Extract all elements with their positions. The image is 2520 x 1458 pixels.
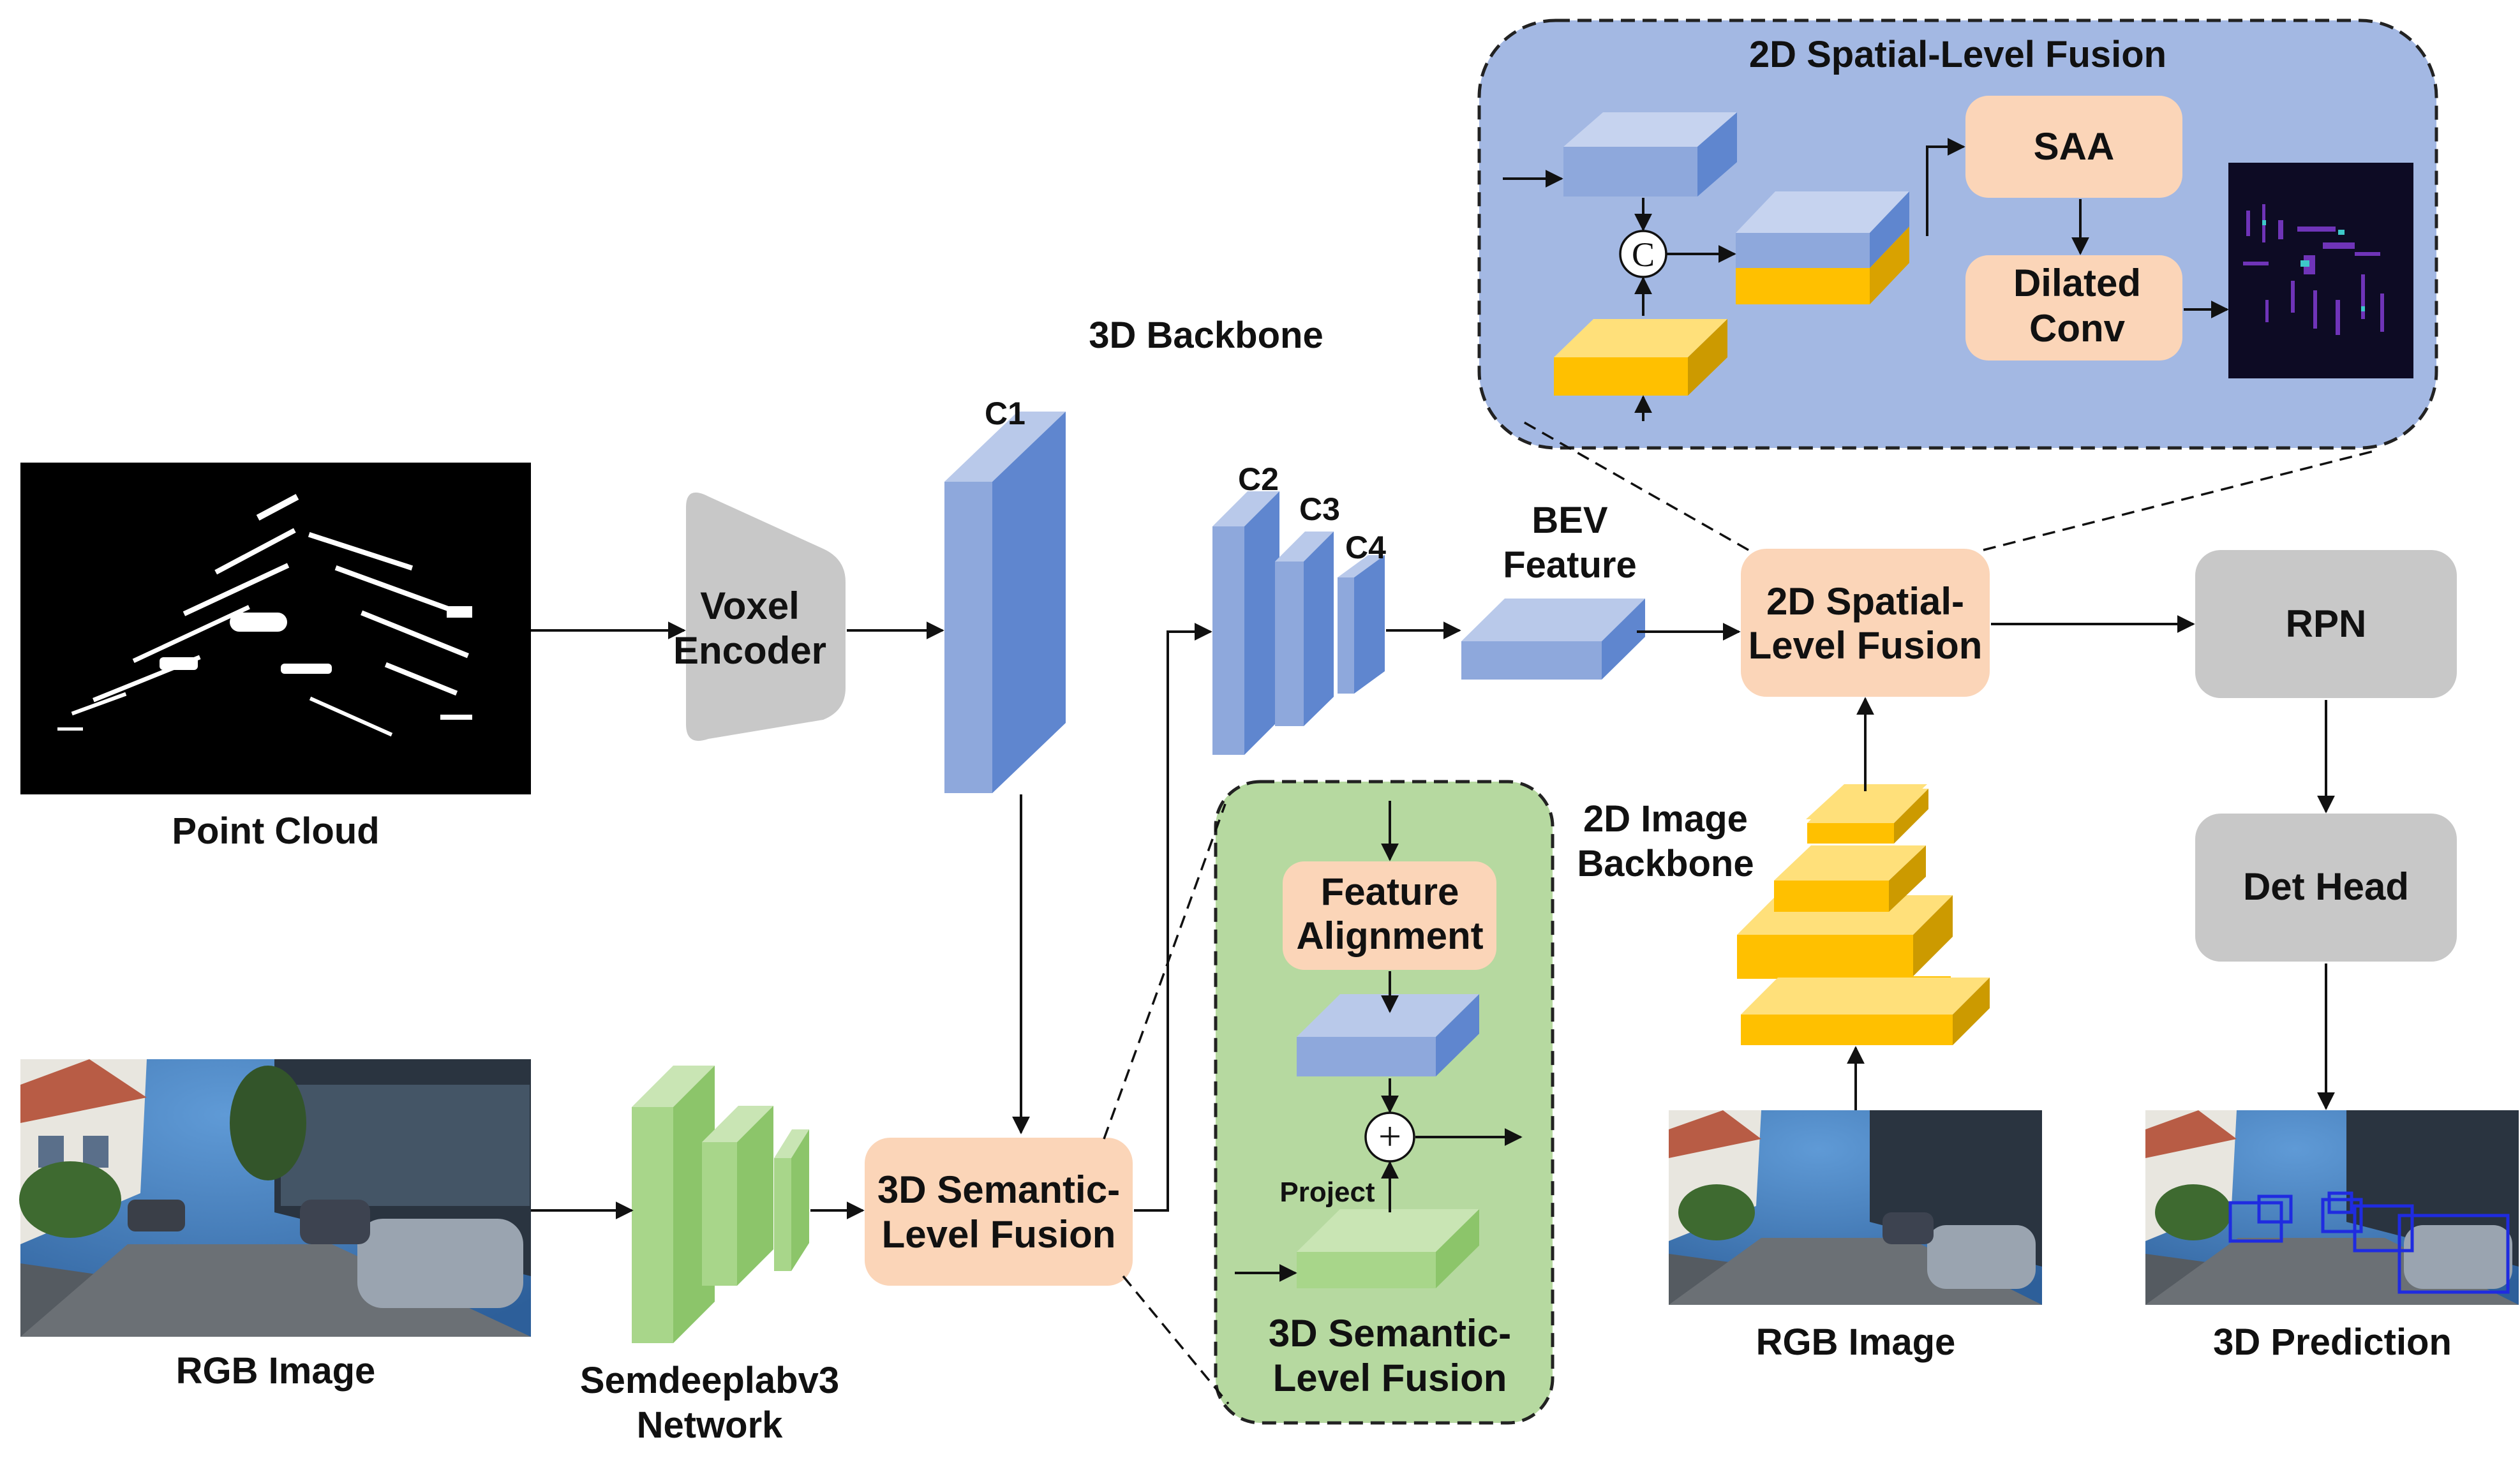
semantic-fusion-box	[865, 1138, 1133, 1286]
bev-feature-block	[1461, 599, 1645, 680]
c4-block	[1338, 555, 1385, 694]
rgb-image-right-label: RGB Image	[1756, 1321, 1956, 1363]
rgb-image-left-label: RGB Image	[176, 1350, 376, 1392]
semdeeplab-label-line2: Network	[637, 1404, 784, 1446]
image-backbone-label-line1: 2D Image	[1583, 798, 1748, 840]
rgb-image-left	[19, 1059, 531, 1337]
spatial-fusion-label-line1: 2D Spatial-	[1766, 580, 1964, 623]
semdeeplab-network	[632, 1066, 809, 1343]
semantic-panel-title-line2: Level Fusion	[1273, 1357, 1507, 1399]
spatial-panel-title: 2D Spatial-Level Fusion	[1749, 34, 2166, 75]
feature-alignment-label-line1: Feature	[1321, 870, 1459, 913]
rpn-box	[2195, 550, 2457, 698]
c3-block	[1275, 532, 1334, 726]
aligned-feature-slab	[1297, 994, 1479, 1076]
prediction-label: 3D Prediction	[2213, 1321, 2452, 1363]
panel-concat-feature	[1736, 191, 1909, 304]
add-symbol: +	[1378, 1113, 1401, 1159]
bev-feature-label-line1: BEV	[1532, 500, 1608, 541]
point-cloud-image	[20, 463, 531, 794]
rpn-label: RPN	[2286, 602, 2367, 645]
voxel-encoder-label-line1: Voxel	[700, 584, 800, 627]
c4-label: C4	[1345, 530, 1386, 565]
attention-map-image	[2228, 163, 2413, 378]
zoom-connectors	[1103, 420, 2380, 1405]
semantic-fusion-label-line2: Level Fusion	[882, 1213, 1116, 1256]
c2-block	[1212, 491, 1279, 755]
saa-label: SAA	[2034, 125, 2115, 168]
c2-label: C2	[1238, 461, 1279, 497]
det-head-label: Det Head	[2243, 865, 2409, 908]
det-head-box	[2195, 814, 2457, 962]
dilated-conv-box	[1965, 255, 2182, 361]
c1-block	[944, 412, 1066, 793]
semantic-fusion-panel: Feature Alignment + Project 3D Semantic-…	[1214, 780, 1554, 1425]
concat-symbol: C	[1632, 235, 1655, 274]
feature-alignment-box	[1283, 861, 1496, 970]
dilated-conv-label-line2: Conv	[2029, 307, 2126, 350]
prediction-image	[2145, 1110, 2519, 1305]
rgb-image-right	[1669, 1110, 2042, 1305]
spatial-fusion-box	[1741, 549, 1990, 697]
c1-label: C1	[985, 396, 1025, 431]
image-backbone-label-line2: Backbone	[1577, 843, 1754, 884]
semdeeplab-label-line1: Semdeeplabv3	[580, 1360, 839, 1401]
feature-alignment-label-line2: Alignment	[1296, 914, 1483, 957]
bev-feature-label-line2: Feature	[1503, 544, 1637, 586]
panel-yellow-feature	[1554, 319, 1727, 396]
semantic-feature-slab	[1297, 1209, 1479, 1288]
project-label: Project	[1279, 1177, 1375, 1208]
image-backbone-levels	[1807, 789, 1928, 844]
spatial-fusion-label-line2: Level Fusion	[1748, 624, 1983, 667]
image-backbone-pyramid	[1737, 784, 1953, 979]
dilated-conv-label-line1: Dilated	[2013, 262, 2141, 304]
panel-blue-feature	[1563, 112, 1737, 197]
backbone-3d-title: 3D Backbone	[1089, 315, 1323, 356]
point-cloud-label: Point Cloud	[172, 810, 379, 852]
semantic-panel-title-line1: 3D Semantic-	[1269, 1312, 1511, 1355]
c3-label: C3	[1299, 491, 1340, 527]
voxel-encoder: Voxel Encoder	[673, 492, 846, 741]
voxel-encoder-label-line2: Encoder	[673, 629, 826, 672]
image-backbone-bottom	[1741, 978, 1990, 1045]
saa-box	[1965, 96, 2182, 198]
spatial-fusion-panel: 2D Spatial-Level Fusion C SAA Di	[1477, 19, 2438, 450]
semantic-fusion-label-line1: 3D Semantic-	[877, 1168, 1120, 1211]
prediction-boxes	[2228, 1191, 2510, 1294]
flow-arrows	[531, 615, 2335, 1219]
